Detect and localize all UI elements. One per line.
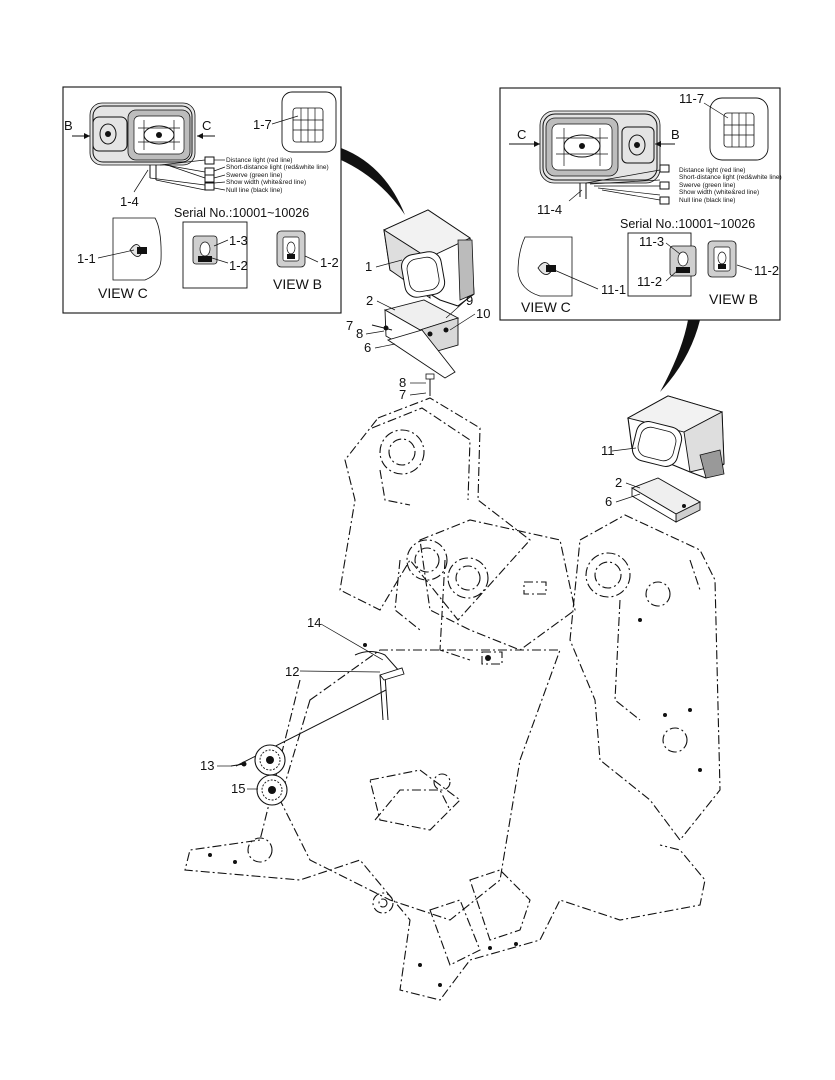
right-lamp-bracket (630, 477, 701, 523)
left-inset: B C 1-7 Distance light (red line) Short-… (62, 86, 342, 314)
left-wire-1: Distance light (red line) (226, 157, 292, 164)
right-view-b-label: VIEW B (709, 291, 758, 307)
callout-8a: 8 (356, 326, 363, 341)
left-part-1-7: 1-7 (253, 117, 272, 132)
left-part-1-1: 1-1 (77, 251, 96, 266)
right-bulb-11-2 (707, 240, 737, 278)
right-serial-number: Serial No.:10001~10026 (620, 217, 755, 231)
right-wire-5: Null line (black line) (679, 197, 735, 204)
right-part-11-3: 11-3 (639, 234, 664, 249)
left-part-1-4: 1-4 (120, 194, 139, 209)
left-wire-4: Show width (white&red line) (226, 179, 306, 186)
loader-front-frame (184, 397, 721, 1001)
right-wire-1: Distance light (red line) (679, 167, 745, 174)
callout-7b: 7 (399, 387, 406, 402)
right-lamp-rear-view (709, 97, 769, 161)
callout-12: 12 (285, 664, 299, 679)
left-view-b-label: VIEW B (273, 276, 322, 292)
left-part-1-2b: 1-2 (320, 255, 339, 270)
right-inset: 11-7 C B Distance light ( (499, 87, 782, 321)
right-bulb-11-3 (669, 245, 697, 277)
right-part-11-4: 11-4 (537, 202, 562, 217)
callout-6b: 6 (605, 494, 612, 509)
right-part-11-2a: 11-2 (637, 274, 662, 289)
right-wire-3: Swerve (green line) (679, 182, 735, 189)
callout-10: 10 (476, 306, 490, 321)
left-view-c-bulb (112, 217, 162, 281)
left-lamp-rear-view (281, 91, 337, 153)
right-wire-4: Show width (white&red line) (679, 189, 759, 196)
left-serial-number: Serial No.:10001~10026 (174, 206, 309, 220)
right-part-11-7: 11-7 (679, 91, 704, 106)
horn-upper (254, 744, 286, 776)
left-arrow-b-label: B (64, 118, 73, 133)
right-callout-wedge (660, 320, 700, 392)
callout-2b: 2 (615, 475, 622, 490)
right-part-11-1: 11-1 (601, 282, 626, 297)
callout-7a: 7 (346, 318, 353, 333)
callout-8b: 8 (399, 375, 406, 390)
right-part-11-2b: 11-2 (754, 263, 779, 278)
left-wire-5: Null line (black line) (226, 187, 282, 194)
left-lamp-bracket (371, 299, 460, 396)
callout-11: 11 (601, 443, 615, 458)
right-headlamp-front (539, 110, 670, 205)
left-wire-3: Swerve (green line) (226, 172, 282, 179)
left-headlamp-front (89, 102, 215, 191)
left-bulb-1-3 (192, 235, 218, 265)
callout-15: 15 (231, 781, 245, 796)
left-part-1-2a: 1-2 (229, 258, 248, 273)
callout-2: 2 (366, 293, 373, 308)
callout-6a: 6 (364, 340, 371, 355)
left-wire-2: Short-distance light (red&white line) (226, 164, 329, 171)
right-view-c-bulb (517, 236, 573, 297)
left-callout-wedge (341, 148, 405, 215)
callout-14: 14 (307, 615, 321, 630)
left-part-1-3: 1-3 (229, 233, 248, 248)
callout-1: 1 (365, 259, 372, 274)
right-wire-2: Short-distance light (red&white line) (679, 174, 782, 181)
left-work-lamp-assembly (383, 209, 475, 307)
callout-13: 13 (200, 758, 214, 773)
left-bulb-1-2 (276, 230, 306, 268)
right-view-c-label: VIEW C (521, 299, 571, 315)
right-arrow-b-label: B (671, 127, 680, 142)
horn-lower (256, 774, 288, 806)
right-work-lamp-assembly (626, 395, 725, 479)
left-view-c-label: VIEW C (98, 285, 148, 301)
left-arrow-c-label: C (202, 118, 211, 133)
right-arrow-c-label: C (517, 127, 526, 142)
callout-9: 9 (466, 293, 473, 308)
